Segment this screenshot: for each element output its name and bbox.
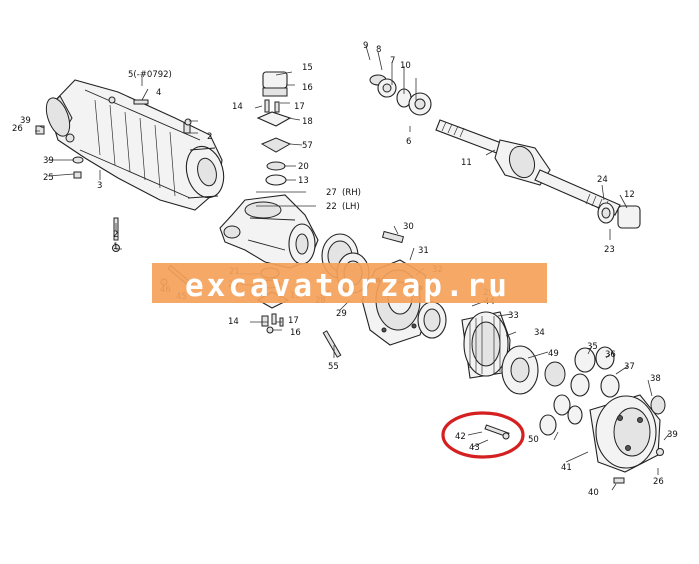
part-label: 6 [406, 137, 411, 147]
part-label: 7 [390, 56, 395, 66]
part-label: 34 [534, 328, 545, 338]
upper-kingpin-stack [256, 71, 292, 186]
part-label: 29 [336, 309, 347, 319]
part-label: 16 [290, 328, 301, 338]
part-label: 22 [326, 202, 337, 212]
part-label: 23 [604, 245, 615, 255]
part-label: 40 [588, 488, 599, 498]
highlight-circle [441, 411, 525, 459]
part-label: 10 [400, 61, 411, 71]
watermark-band [152, 263, 547, 303]
part-label: 26 [653, 477, 664, 487]
part-label: 49 [548, 349, 559, 359]
part-label: 25 [43, 173, 54, 183]
part-label: 11 [461, 158, 472, 168]
part-label: 17 [288, 316, 299, 326]
part-label: 5(-#0792) [128, 70, 172, 80]
part-label: 33 [508, 311, 519, 321]
part-label: 14 [228, 317, 239, 327]
watermark-text: excavatorzap.ru [185, 268, 510, 304]
part-label: 2 [113, 230, 118, 240]
part-label: 9 [363, 41, 368, 51]
part-label: 42 [455, 432, 466, 442]
part-label: 12 [624, 190, 635, 200]
part-label: 50 [528, 435, 539, 445]
part-label: (LH) [342, 202, 360, 212]
part-label: 27 [326, 188, 337, 198]
carrier-cover [589, 394, 666, 484]
part-label: 37 [624, 362, 635, 372]
part-label: 31 [418, 246, 429, 256]
part-label: 2 [207, 132, 212, 142]
pin-42-43 [484, 424, 510, 440]
part-label: 24 [597, 175, 608, 185]
part-label: 18 [302, 117, 313, 127]
part-label: 17 [294, 102, 305, 112]
part-label: 1 [113, 242, 118, 252]
part-label: 36 [605, 350, 616, 360]
part-label: 39 [20, 116, 31, 126]
ring-gear [461, 311, 511, 379]
part-label: 8 [376, 45, 381, 55]
part-label: 15 [302, 63, 313, 73]
drive-shaft-assembly [369, 74, 641, 229]
part-label: 38 [650, 374, 661, 384]
part-label: 20 [298, 162, 309, 172]
part-label: 3 [97, 181, 102, 191]
part-label: 55 [328, 362, 339, 372]
part-label: 43 [469, 443, 480, 453]
part-label: 4 [156, 88, 161, 98]
part-label: 13 [298, 176, 309, 186]
part-label: 39 [43, 156, 54, 166]
part-label: 26 [12, 124, 23, 134]
part-label: 14 [232, 102, 243, 112]
part-label: 41 [561, 463, 572, 473]
part-label: 57 [302, 141, 313, 151]
part-label: 39 [667, 430, 678, 440]
part-label: 30 [403, 222, 414, 232]
axle-housing [45, 79, 225, 211]
part-label: 35 [587, 342, 598, 352]
part-label: 16 [302, 83, 313, 93]
part-label: (RH) [342, 188, 361, 198]
